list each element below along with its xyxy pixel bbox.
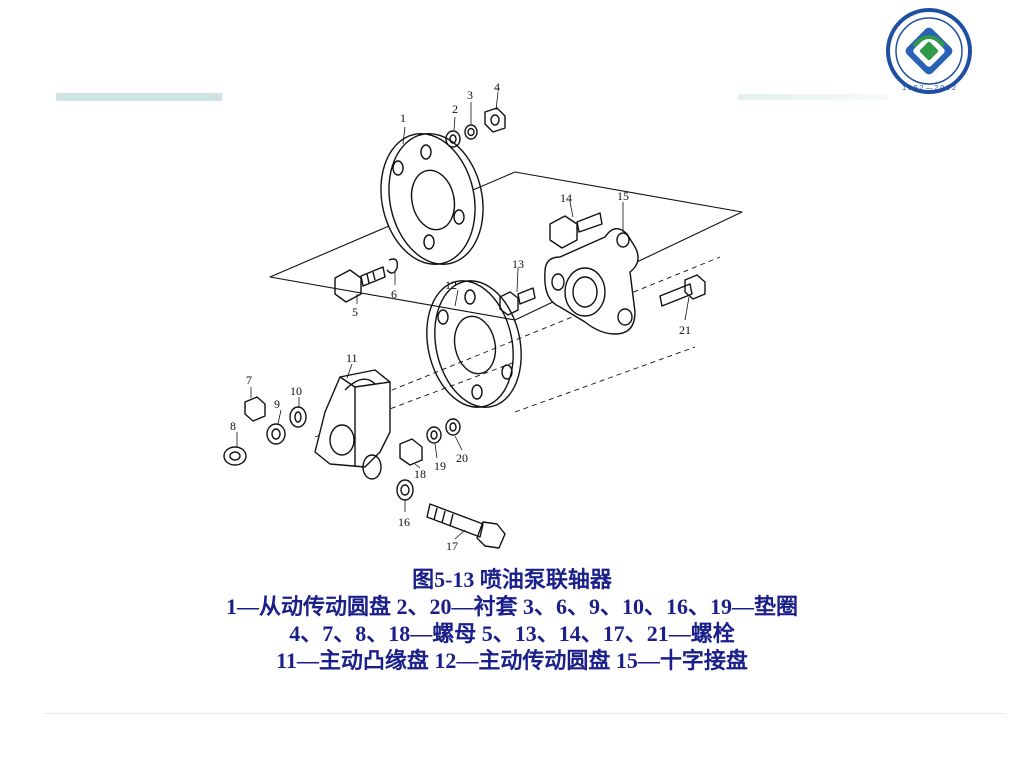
label-20: 20 xyxy=(456,451,468,465)
coupling-exploded-diagram: 1 2 3 4 5 6 7 8 9 10 11 12 13 14 15 16 1… xyxy=(223,80,743,553)
part-15-cross-plate xyxy=(544,228,639,335)
label-3: 3 xyxy=(467,88,473,102)
label-15: 15 xyxy=(617,189,629,203)
label-4: 4 xyxy=(494,80,500,94)
figure-caption: 图5-13 喷油泵联轴器 1—从动传动圆盘 2、20—衬套 3、6、9、10、1… xyxy=(0,566,1024,674)
legend-line-1: 1—从动传动圆盘 2、20—衬套 3、6、9、10、16、19—垫圈 xyxy=(225,594,798,619)
part-11-drive-flange xyxy=(314,369,391,480)
label-1: 1 xyxy=(400,111,406,125)
bottom-divider xyxy=(44,713,1006,714)
label-12: 12 xyxy=(445,278,457,292)
part-16-washer xyxy=(396,479,414,501)
label-7: 7 xyxy=(246,373,252,387)
label-21: 21 xyxy=(679,323,691,337)
decorative-bar-left xyxy=(56,93,222,101)
legend-line-2: 4、7、8、18—螺母 5、13、14、17、21—螺栓 xyxy=(289,621,735,646)
part-12-drive-disc xyxy=(426,280,522,408)
label-11: 11 xyxy=(346,351,358,365)
label-6: 6 xyxy=(391,287,397,301)
part-14-bolt xyxy=(549,212,603,249)
figure-title: 图5-13 喷油泵联轴器 xyxy=(412,567,612,592)
label-13: 13 xyxy=(512,257,524,271)
label-17: 17 xyxy=(446,539,458,553)
part-13-bolt xyxy=(499,287,536,316)
label-16: 16 xyxy=(398,515,410,529)
label-18: 18 xyxy=(414,467,426,481)
part-17-bolt xyxy=(426,503,506,549)
legend-line-3: 11—主动凸缘盘 12—主动传动圆盘 15—十字接盘 xyxy=(276,648,748,673)
decorative-bar-right xyxy=(738,94,888,100)
label-14: 14 xyxy=(560,191,572,205)
emblem-years: 1 9 5 2 — 2 0 0 2 xyxy=(902,85,956,92)
label-8: 8 xyxy=(230,419,236,433)
label-9: 9 xyxy=(274,397,280,411)
parts-7-8-9-10 xyxy=(223,396,307,466)
part-5-bolt xyxy=(334,258,399,303)
label-5: 5 xyxy=(352,305,358,319)
university-emblem-icon: 1 9 5 2 — 2 0 0 2 xyxy=(886,8,972,94)
part-1-driven-disc xyxy=(380,133,484,265)
part-21-bolt xyxy=(659,274,706,307)
parts-2-3-4 xyxy=(445,107,506,148)
label-2: 2 xyxy=(452,102,458,116)
label-19: 19 xyxy=(434,459,446,473)
label-10: 10 xyxy=(290,384,302,398)
parts-18-19-20 xyxy=(399,418,461,466)
